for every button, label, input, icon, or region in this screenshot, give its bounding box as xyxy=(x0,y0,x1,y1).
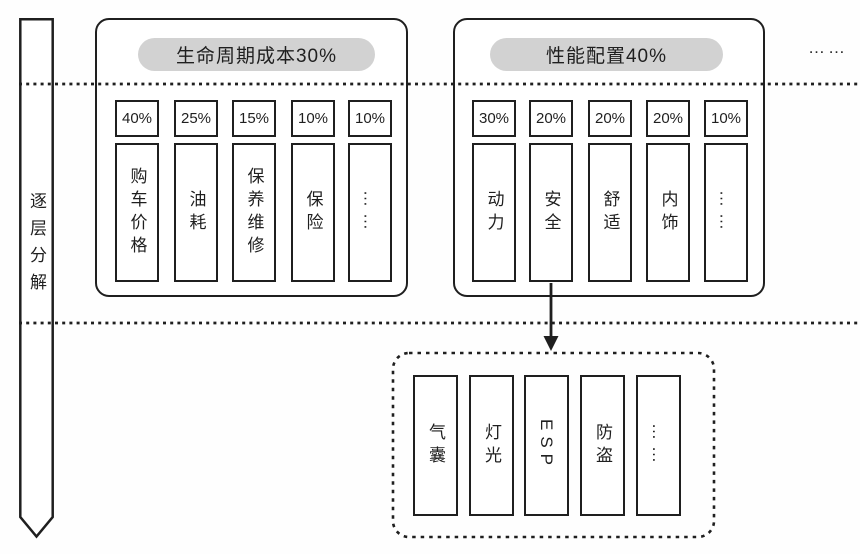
weight-box-maintenance: 15% xyxy=(232,100,276,137)
criteria-maintenance-label: 保养维修 xyxy=(244,166,264,259)
detail-airbag-label: 气囊 xyxy=(426,422,445,469)
weight-box-fuel: 25% xyxy=(174,100,218,137)
perf-ellipsis-icon: …… xyxy=(716,189,736,236)
weight-box-comfort: 20% xyxy=(588,100,632,137)
detail-lights-label: 灯光 xyxy=(482,422,501,469)
criteria-fuel-label: 油耗 xyxy=(186,189,206,236)
decompose-axis: 逐层分解 xyxy=(19,192,54,300)
detail-ellipsis: …… xyxy=(636,375,681,516)
criteria-power-label: 动力 xyxy=(484,189,504,236)
performance-pill: 性能配置40% xyxy=(490,38,723,71)
detail-ellipsis-icon: …… xyxy=(649,422,668,469)
more-panels-ellipsis: …… xyxy=(808,38,848,57)
weight-box-safety: 20% xyxy=(529,100,573,137)
decompose-axis-label: 逐层分解 xyxy=(27,192,46,300)
criteria-insurance: 保险 xyxy=(291,143,335,282)
detail-antitheft-label: 防盗 xyxy=(593,422,612,469)
detail-esp: ESP xyxy=(524,375,569,516)
weight-box-insurance: 10% xyxy=(291,100,335,137)
lifecycle-cost-pill: 生命周期成本30% xyxy=(138,38,375,71)
criteria-safety: 安全 xyxy=(529,143,573,282)
criteria-power: 动力 xyxy=(472,143,516,282)
criteria-interior-label: 内饰 xyxy=(658,189,678,236)
weight-box-cost-other: 10% xyxy=(348,100,392,137)
criteria-fuel: 油耗 xyxy=(174,143,218,282)
detail-esp-label: ESP xyxy=(537,419,556,472)
criteria-safety-label: 安全 xyxy=(541,189,561,236)
weight-box-perf-other: 10% xyxy=(704,100,748,137)
lifecycle-cost-title: 生命周期成本30% xyxy=(175,46,338,67)
criteria-insurance-label: 保险 xyxy=(303,189,323,236)
weight-box-purchase-price: 40% xyxy=(115,100,159,137)
performance-title: 性能配置40% xyxy=(545,46,668,67)
weight-box-interior: 20% xyxy=(646,100,690,137)
cost-ellipsis-icon: …… xyxy=(360,189,380,236)
criteria-maintenance: 保养维修 xyxy=(232,143,276,282)
criteria-comfort: 舒适 xyxy=(588,143,632,282)
detail-antitheft: 防盗 xyxy=(580,375,625,516)
criteria-interior: 内饰 xyxy=(646,143,690,282)
detail-lights: 灯光 xyxy=(469,375,514,516)
criteria-purchase-price-label: 购车价格 xyxy=(127,166,147,259)
expand-arrow-head-icon xyxy=(543,336,559,351)
criteria-purchase-price: 购车价格 xyxy=(115,143,159,282)
weight-box-power: 30% xyxy=(472,100,516,137)
detail-airbag: 气囊 xyxy=(413,375,458,516)
criteria-perf-ellipsis: …… xyxy=(704,143,748,282)
criteria-cost-ellipsis: …… xyxy=(348,143,392,282)
criteria-comfort-label: 舒适 xyxy=(600,189,620,236)
